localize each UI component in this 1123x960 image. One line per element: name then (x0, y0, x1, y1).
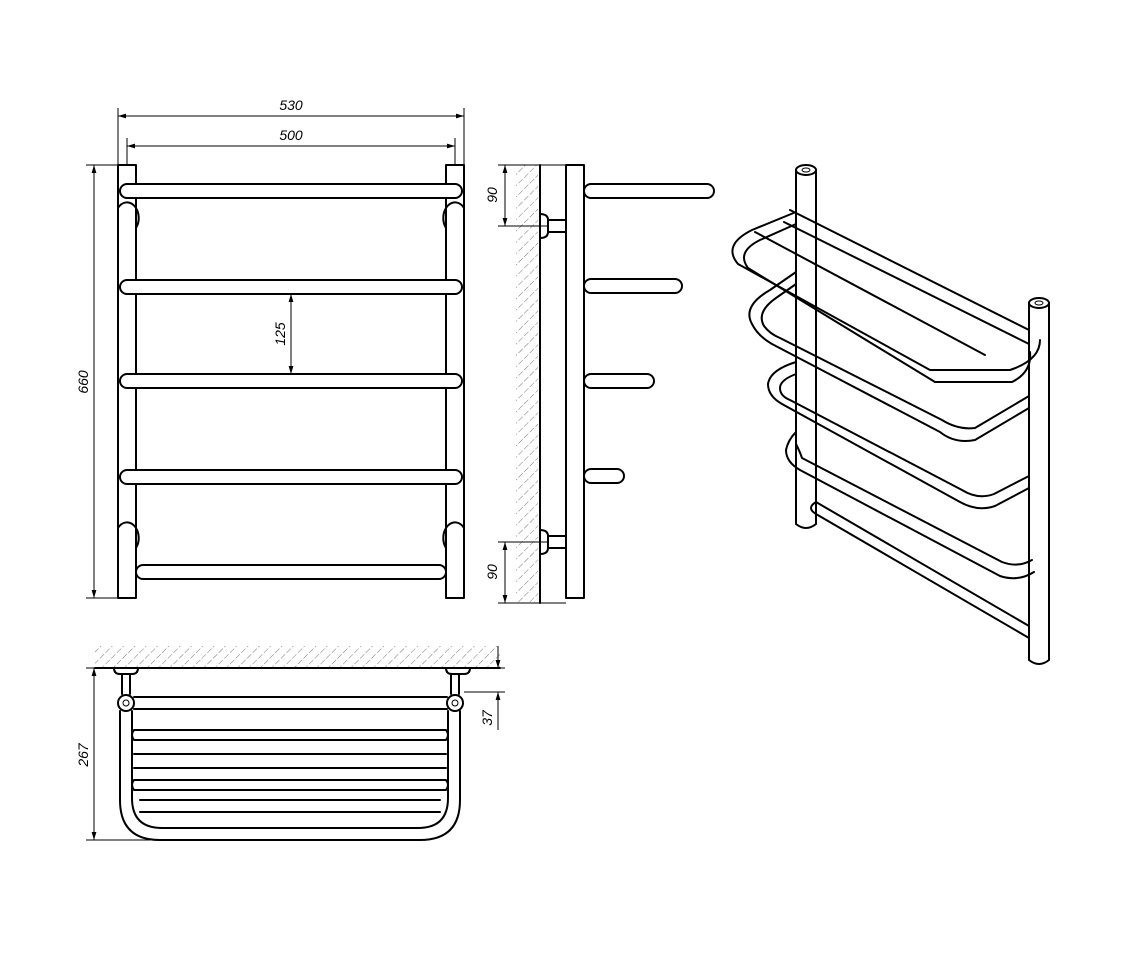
dimension-height: 660 (75, 164, 118, 599)
top-view-mount-left (113, 667, 139, 712)
iso-rail-3 (767, 361, 1030, 510)
side-rail-1 (583, 183, 715, 199)
rail-3 (119, 373, 463, 389)
dimension-wall-gap: 37 (464, 646, 505, 730)
dim-label-90-top: 90 (484, 187, 500, 203)
top-view-mount-right (445, 667, 471, 712)
dim-label-125: 125 (272, 322, 288, 346)
iso-rail-4 (785, 431, 1035, 580)
top-view: 267 37 (75, 646, 505, 841)
wall-hatch-side (516, 165, 538, 603)
dim-label-267: 267 (75, 742, 91, 768)
dimension-top-mount: 90 (484, 164, 566, 227)
mount-disc-top-left (117, 201, 140, 229)
rail-1 (119, 183, 463, 199)
side-view: 90 90 (484, 164, 715, 604)
rail-4 (119, 469, 463, 485)
top-view-rail-outer (119, 710, 461, 841)
dim-label-660: 660 (75, 370, 91, 394)
dim-label-530: 530 (279, 97, 303, 113)
side-post (565, 164, 585, 599)
side-rail-2 (583, 278, 683, 294)
mount-disc-top-right (442, 201, 465, 229)
dim-label-37: 37 (479, 709, 495, 726)
iso-rail-2 (748, 271, 1030, 442)
dimension-depth: 267 (75, 667, 150, 841)
side-rail-3 (583, 373, 655, 389)
dimension-rail-width: 500 (126, 127, 456, 165)
front-view: 530 500 660 125 (75, 97, 465, 599)
dim-label-90-bottom: 90 (484, 564, 500, 580)
iso-post-right (1028, 297, 1050, 665)
iso-rail-5 (810, 501, 1030, 639)
mount-disc-bottom-left (117, 521, 140, 549)
top-view-rail-3 (133, 753, 447, 769)
dim-label-500: 500 (279, 127, 303, 143)
top-view-rail-5 (139, 799, 441, 813)
top-view-rail-2 (131, 729, 449, 741)
iso-rail-1 (731, 209, 1041, 383)
top-view-rail-outer-inner (131, 710, 449, 829)
isometric-view (731, 164, 1050, 665)
dimension-bar-spacing: 125 (272, 294, 294, 374)
top-view-rail-4 (131, 779, 449, 791)
dimension-overall-width: 530 (117, 97, 465, 165)
side-rail-4 (583, 468, 625, 484)
mount-disc-bottom-right (442, 521, 465, 549)
iso-post-left (795, 164, 817, 529)
wall-hatch-top (95, 646, 500, 668)
rail-2 (119, 279, 463, 295)
dimension-bottom-mount: 90 (484, 541, 566, 604)
rail-5 (135, 564, 447, 580)
